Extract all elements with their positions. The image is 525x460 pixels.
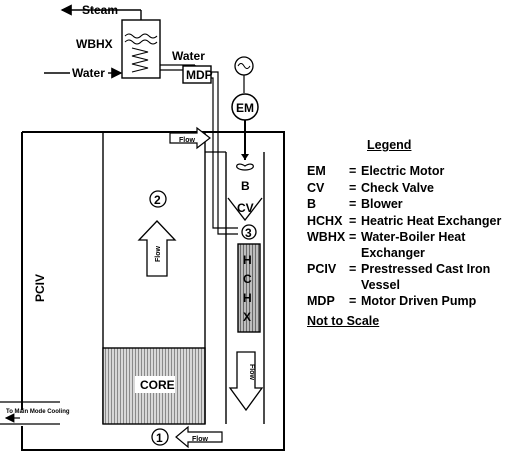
hchx-letter: X xyxy=(243,310,251,324)
blower-label: B xyxy=(241,179,250,193)
mdp-box xyxy=(182,65,212,84)
legend-title: Legend xyxy=(367,138,412,152)
legend-abbr: CV xyxy=(307,180,325,195)
legend-abbr: PCIV xyxy=(307,262,337,276)
legend-equals: = xyxy=(349,230,357,244)
check-valve: CV xyxy=(227,197,263,222)
not-to-scale-note: Not to Scale xyxy=(307,313,380,328)
boiler-coil xyxy=(131,47,149,73)
point-3-marker: 3 xyxy=(241,224,257,240)
point-1-marker: 1 xyxy=(151,428,169,446)
circle-3-label: 3 xyxy=(245,226,252,240)
legend-item: PCIV = Prestressed Cast Iron Vessel xyxy=(307,262,522,293)
legend-desc: Prestressed Cast Iron Vessel xyxy=(361,262,491,292)
legend-item: WBHX = Water-Boiler Heat Exchanger xyxy=(307,230,522,261)
ac-wave-icon xyxy=(237,63,251,69)
electric-motor: EM xyxy=(231,93,259,160)
to-main-mode-cooling-label: To Main Mode Cooling xyxy=(6,409,70,415)
main-mode-cooling-outlet: To Main Mode Cooling xyxy=(0,401,70,425)
flow-arrow-top: Flow xyxy=(169,126,211,150)
flow-top-label: Flow xyxy=(179,137,195,144)
legend: Legend EM = Electric Motor CV = Check Va… xyxy=(307,138,522,328)
legend-item: EM = Electric Motor xyxy=(307,164,522,180)
circle-3 xyxy=(241,224,257,240)
flow-arrow-downcomer: Flow xyxy=(228,351,264,412)
flow-left-arrow-icon xyxy=(175,425,223,449)
flow-up-arrow-icon xyxy=(137,220,177,277)
legend-abbr: MDP xyxy=(307,294,335,308)
steam-outlet: Steam xyxy=(60,3,142,20)
legend-abbr: WBHX xyxy=(307,230,346,244)
flow-arrow-riser: Flow xyxy=(137,220,177,277)
legend-equals: = xyxy=(349,213,357,228)
legend-desc: Heatric Heat Exchanger xyxy=(361,213,502,228)
check-valve-label: CV xyxy=(237,201,254,215)
legend-item: HCHX = Heatric Heat Exchanger xyxy=(307,214,522,230)
legend-desc: Water-Boiler Heat Exchanger xyxy=(361,230,466,260)
hchx-box xyxy=(237,243,261,333)
hchx-letter: H xyxy=(243,291,252,305)
hchx-exchanger: H C H X xyxy=(237,243,261,333)
circle-1 xyxy=(151,428,169,446)
flow-right-arrow-icon xyxy=(169,126,211,150)
flow-arrow-bottom: Flow xyxy=(175,425,223,449)
wbhx-boiler: WBHX xyxy=(76,19,161,79)
pciv-label: PCIV xyxy=(33,274,47,302)
legend-equals: = xyxy=(349,164,357,178)
em-label: EM xyxy=(236,101,254,115)
core-label: CORE xyxy=(140,378,175,392)
legend-equals: = xyxy=(349,262,357,276)
wbhx-label: WBHX xyxy=(76,37,113,51)
legend-equals: = xyxy=(349,180,357,195)
flow-riser-label: Flow xyxy=(155,246,162,262)
legend-abbr: B xyxy=(307,197,317,211)
mdp-label: MDP xyxy=(186,68,213,82)
legend-desc: Motor Driven Pump xyxy=(361,294,477,308)
mdp-pump: MDP xyxy=(182,65,213,84)
hchx-letter: H xyxy=(243,253,252,267)
circle-1-label: 1 xyxy=(156,431,163,445)
riser-column: CORE xyxy=(102,132,206,425)
water-inlet-label: Water xyxy=(72,66,105,80)
legend-equals: = xyxy=(349,294,357,308)
flow-bottom-label: Flow xyxy=(192,436,208,443)
hchx-coolant-pipes xyxy=(211,71,238,235)
ac-power-source xyxy=(234,56,254,93)
legend-abbr: EM xyxy=(307,164,326,178)
legend-abbr: HCHX xyxy=(307,213,343,228)
check-valve-shape xyxy=(227,197,263,222)
hchx-letter: C xyxy=(243,272,252,286)
steam-label: Steam xyxy=(82,3,118,17)
coolant-supply-pipe xyxy=(211,71,238,235)
legend-desc: Check Valve xyxy=(361,180,434,195)
wbhx-vessel xyxy=(121,19,161,79)
water-inlet: Water xyxy=(44,66,123,80)
legend-equals: = xyxy=(349,197,357,211)
downcomer-column xyxy=(205,151,265,424)
legend-item: MDP = Motor Driven Pump xyxy=(307,294,522,310)
circle-2-label: 2 xyxy=(154,193,161,207)
circle-2 xyxy=(149,190,167,208)
water-mdp-label: Water xyxy=(172,49,205,63)
flow-down-arrow-icon xyxy=(228,351,264,412)
blower: B xyxy=(236,154,254,193)
legend-desc: Electric Motor xyxy=(361,164,445,178)
water-level-wave xyxy=(124,39,158,45)
core-label-box xyxy=(135,376,175,393)
water-level-wave xyxy=(124,33,158,39)
legend-desc: Blower xyxy=(361,197,403,211)
legend-item: CV = Check Valve xyxy=(307,181,522,197)
blower-hub xyxy=(241,154,249,160)
legend-item: B = Blower xyxy=(307,197,522,213)
blower-fan-icon xyxy=(236,163,254,171)
point-2-marker: 2 xyxy=(149,190,167,208)
flow-downcomer-label: Flow xyxy=(248,364,255,380)
